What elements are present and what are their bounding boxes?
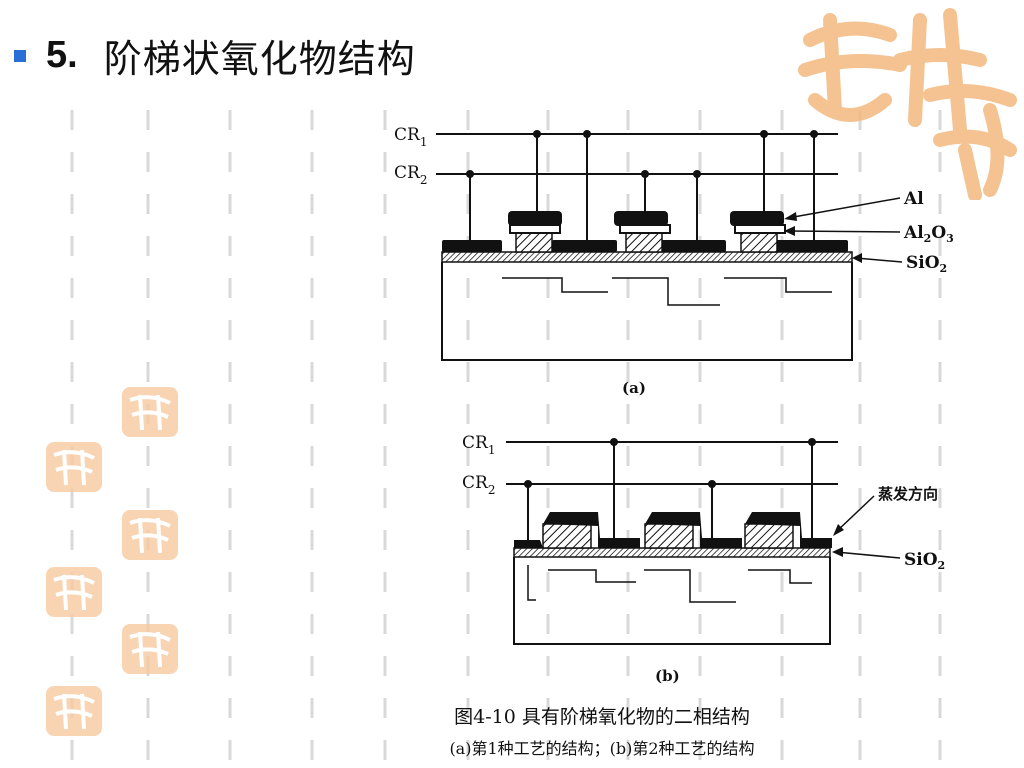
figure-b	[506, 438, 901, 645]
fig-b-cr1-label: CR	[462, 433, 489, 453]
fig-a-caption-label: (a)	[622, 379, 646, 397]
svg-text:CR2: CR2	[462, 473, 495, 497]
bullet-square-icon	[14, 49, 26, 62]
figure-caption-title: 图4-10 具有阶梯氧化物的二相结构	[454, 706, 750, 728]
fig-b-evaporation-label: 蒸发方向	[878, 485, 938, 503]
fig-a-al-label: Al	[903, 189, 924, 209]
svg-text:CR1: CR1	[394, 125, 427, 149]
fig-b-sio2-label: SiO	[904, 550, 938, 570]
seal-stamp	[122, 510, 178, 560]
title-text: 阶梯状氧化物结构	[103, 37, 416, 81]
seal-stamp	[122, 624, 178, 674]
fig-b-cr2-label: CR	[462, 473, 489, 493]
figure-a	[436, 130, 903, 361]
svg-text:SiO2: SiO2	[906, 253, 947, 275]
seal-stamp	[122, 387, 178, 437]
svg-text:SiO2: SiO2	[904, 550, 945, 572]
fig-a-sio2-label: SiO	[906, 253, 940, 273]
title-number: 5.	[46, 34, 78, 76]
svg-text:CR1: CR1	[462, 433, 495, 457]
seal-stamp	[46, 686, 102, 736]
seal-stamp	[46, 567, 102, 617]
slide-title: 5. 阶梯状氧化物结构	[14, 28, 416, 83]
figure-caption-subtitle: (a)第1种工艺的结构；(b)第2种工艺的结构	[449, 739, 755, 758]
fig-b-caption-label: (b)	[655, 667, 680, 685]
svg-text:Al2O3: Al2O3	[903, 223, 954, 245]
seal-logo-large	[798, 8, 1017, 200]
seal-stamp	[46, 442, 102, 492]
fig-a-cr1-label: CR	[394, 125, 421, 145]
fig-a-al2o3-label: Al	[903, 223, 924, 243]
svg-text:CR2: CR2	[394, 163, 427, 187]
fig-a-cr2-label: CR	[394, 163, 421, 183]
